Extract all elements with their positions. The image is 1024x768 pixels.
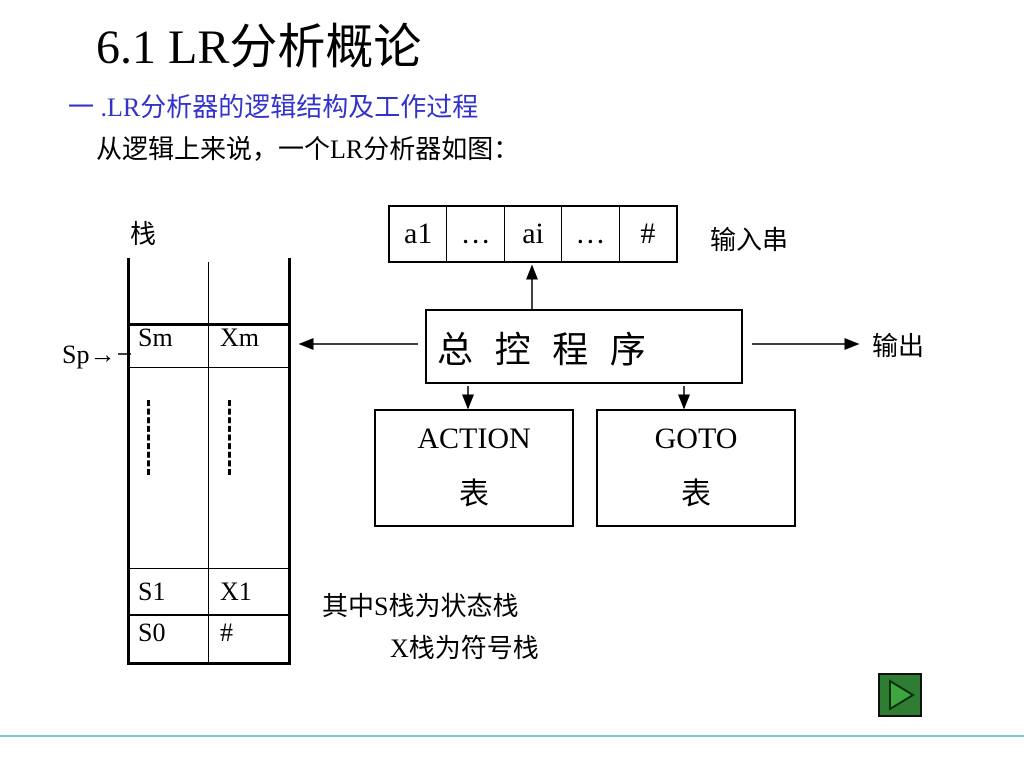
- input-symbol-cell: …: [562, 207, 620, 261]
- action-table-name: ACTION: [417, 422, 531, 455]
- goto-table-box: GOTO 表: [596, 409, 796, 527]
- control-program-label: 总控程序: [437, 330, 668, 370]
- stack-ellipsis-dash: [228, 400, 231, 475]
- intro-text: 从逻辑上来说，一个LR分析器如图：: [96, 135, 520, 164]
- stack-cell-x: X1: [220, 577, 252, 606]
- input-symbol-cell: a1: [390, 207, 448, 261]
- input-symbol-cell: ai: [505, 207, 563, 261]
- next-slide-button[interactable]: [878, 673, 922, 717]
- stack-cell-x: #: [220, 618, 233, 647]
- stack-cell-s: S1: [138, 577, 166, 606]
- control-program-box: 总控程序: [425, 309, 743, 384]
- note-state-stack: 其中S栈为状态栈: [322, 592, 519, 621]
- stack-label: 栈: [130, 220, 157, 249]
- stack-ellipsis-dash: [147, 400, 150, 475]
- goto-table-suffix: 表: [681, 478, 711, 511]
- stack-cell-x: Xm: [220, 323, 259, 352]
- action-table-box: ACTION 表: [374, 409, 574, 527]
- stack-right-wall: [288, 258, 291, 665]
- play-triangle-icon: [889, 679, 915, 711]
- stack-divider: [208, 262, 209, 662]
- action-table-suffix: 表: [459, 478, 489, 511]
- input-string-strip: a1 … ai … #: [388, 205, 678, 263]
- stack-row-line: [127, 614, 291, 616]
- stack-top-line: [127, 323, 291, 326]
- input-string-label: 输入串: [710, 226, 789, 255]
- note-symbol-stack: X栈为符号栈: [390, 634, 539, 663]
- sp-pointer-label: Sp→: [62, 340, 116, 369]
- output-label: 输出: [872, 332, 925, 361]
- stack-cell-s: Sm: [138, 323, 173, 352]
- footer-divider: [0, 735, 1024, 737]
- stack-cell-s: S0: [138, 618, 166, 647]
- stack-row-line: [127, 568, 291, 569]
- slide-title: 6.1 LR分析概论: [96, 21, 422, 74]
- stack-row-line: [127, 367, 291, 368]
- input-symbol-cell: #: [640, 217, 656, 250]
- goto-table-name: GOTO: [654, 422, 738, 455]
- stack-left-wall: [127, 258, 130, 665]
- input-symbol-cell: …: [447, 207, 505, 261]
- slide-subtitle: 一 .LR分析器的逻辑结构及工作过程: [68, 93, 479, 122]
- stack-bottom: [127, 662, 291, 665]
